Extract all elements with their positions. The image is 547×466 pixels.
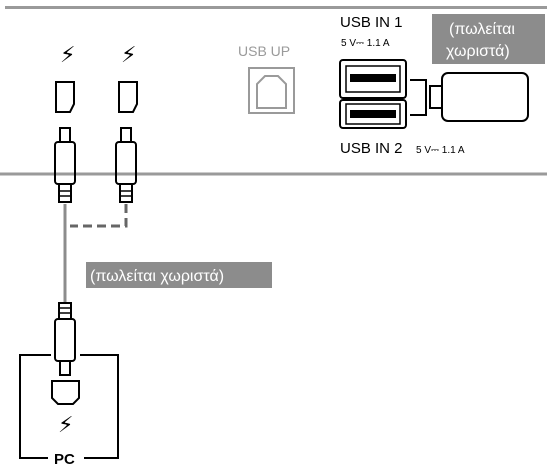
thunderbolt-icon: ⚡: [60, 43, 75, 68]
usb-flash-drive: [429, 72, 529, 122]
pc-label: PC: [54, 451, 75, 466]
pc-device: ⚡ PC: [19, 354, 119, 466]
usb-in-1-label: USB IN 1: [340, 14, 403, 31]
pc-thunderbolt-icon: ⚡: [58, 413, 73, 438]
sold-separately-badge-top: (πωλείται χωριστά): [432, 14, 545, 64]
usb-device-bracket: [410, 79, 427, 116]
sold-separately-badge-cable: (πωλείται χωριστά): [86, 262, 272, 288]
badge-top-line2: χωριστά): [446, 43, 510, 60]
usb-in-2-label: USB IN 2: [340, 140, 403, 157]
thunderbolt-plug-1: [54, 127, 76, 203]
usb-up-frame: [248, 67, 295, 114]
thunderbolt-port-1-socket: [55, 81, 75, 113]
thunderbolt-port-2: ⚡: [118, 43, 138, 113]
panel-top-edge: [5, 6, 547, 9]
pc-thunderbolt-socket: [51, 380, 80, 405]
thunderbolt-plug-2: [115, 127, 137, 203]
badge-top-line1: (πωλείται: [449, 21, 515, 38]
usb-in-1-spec: 5 V⎓ 1.1 A: [341, 38, 390, 49]
usb-up-label: USB UP: [238, 43, 290, 59]
usb-in-2-port: [339, 99, 407, 129]
usb-up-port: USB UP: [238, 43, 295, 114]
usb-up-socket: [256, 75, 287, 109]
usb-in-1-port: [339, 59, 407, 99]
thunderbolt-port-1: ⚡: [55, 43, 75, 113]
thunderbolt-icon: ⚡: [121, 43, 136, 68]
thunderbolt-port-2-socket: [118, 81, 138, 113]
badge-cable-text: (πωλείται χωριστά): [90, 268, 224, 285]
usb-in-2-spec: 5 V⎓ 1.1 A: [416, 145, 465, 156]
thunderbolt-plug-pc: [54, 302, 76, 376]
alternate-connection-dashed: [70, 204, 128, 228]
pc-outline: [19, 354, 119, 459]
